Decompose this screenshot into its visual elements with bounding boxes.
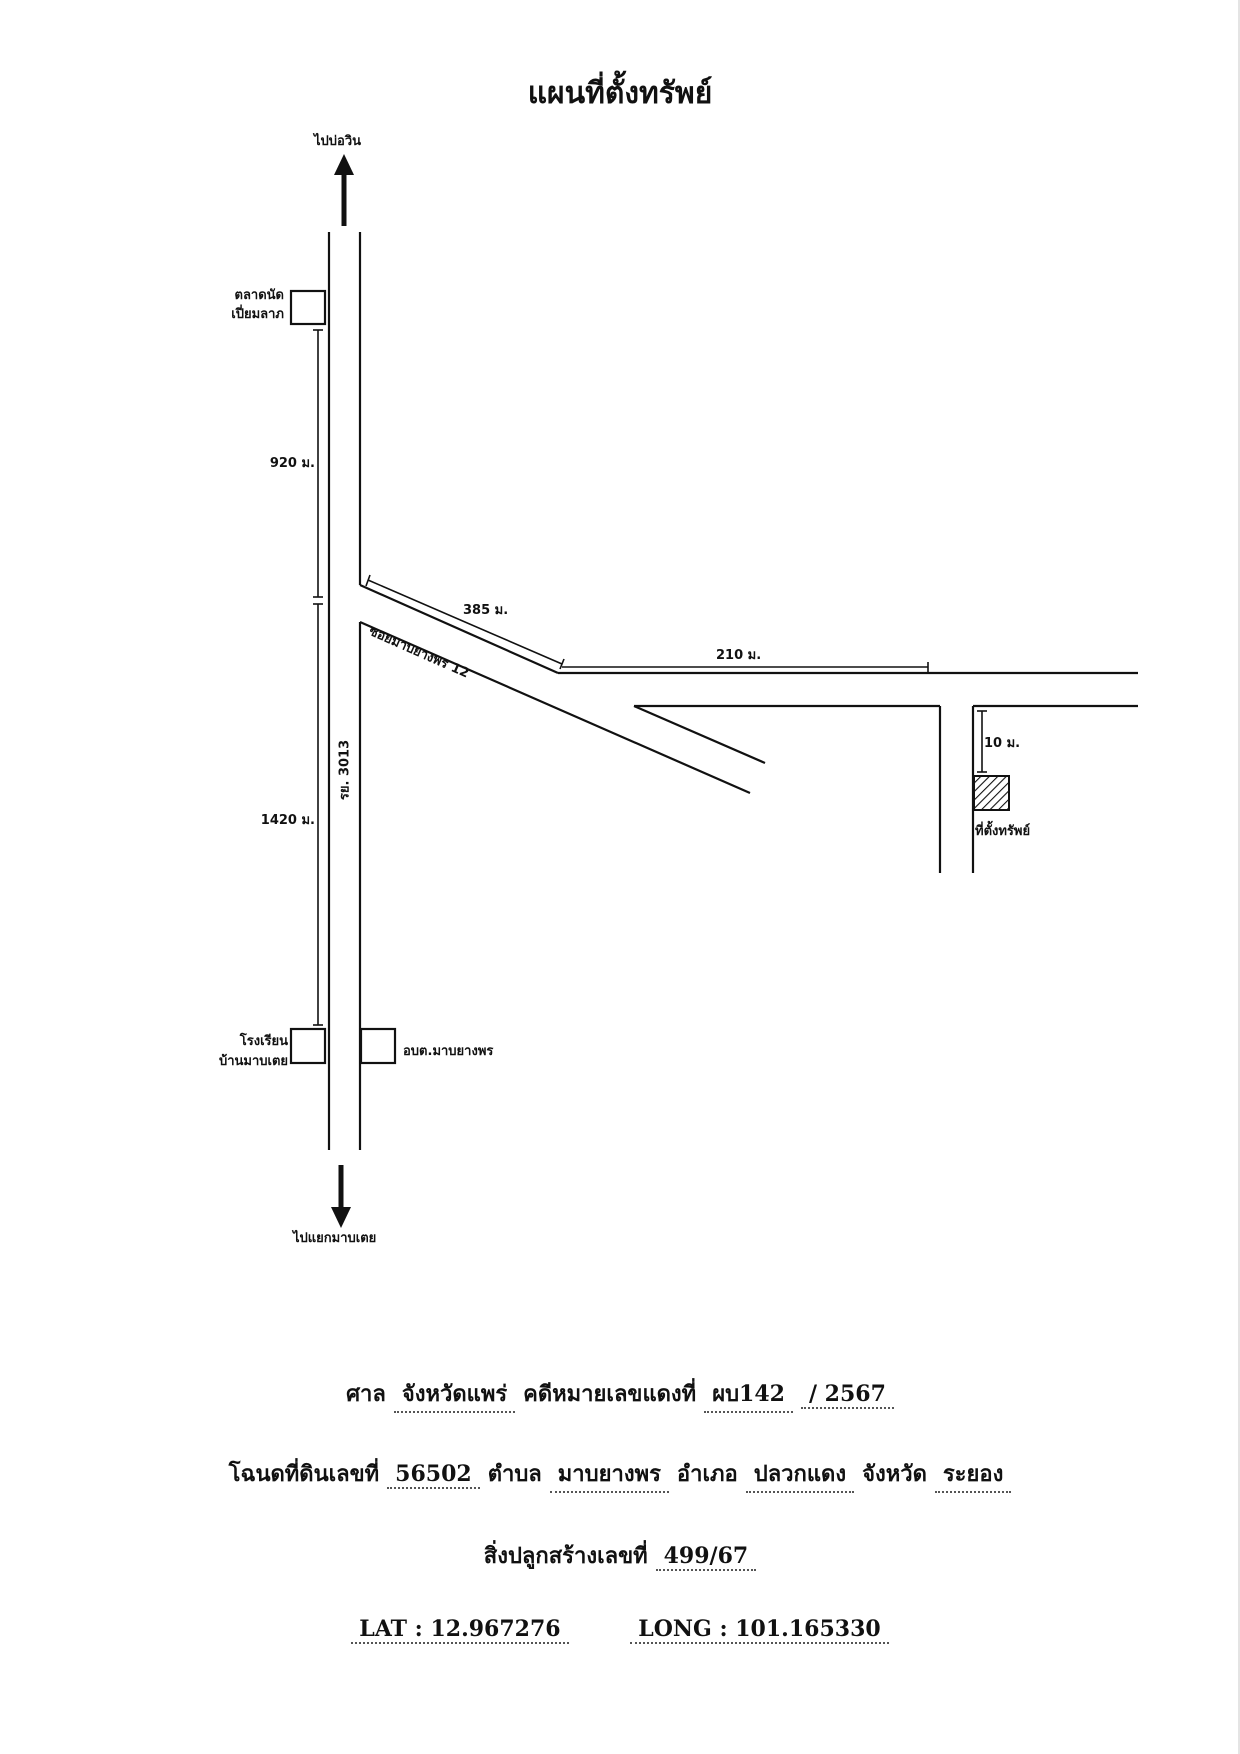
distance-385-label: 385 ม. — [463, 603, 509, 618]
market-label-line1: ตลาดนัด — [234, 288, 284, 303]
amphoe-label: อำเภอ — [676, 1461, 738, 1487]
market-box — [289, 289, 327, 326]
court-label: ศาล — [346, 1381, 386, 1407]
soi-south-edge-diag — [359, 620, 751, 795]
province-value: ระยอง — [934, 1456, 1012, 1493]
dim-385 — [367, 579, 563, 665]
south-destination-label: ไปแยกมาบเตย — [293, 1231, 377, 1246]
court-value: จังหวัดแพร่ — [393, 1376, 516, 1413]
case-number-label: คดีหมายเลขแดงที่ — [523, 1381, 697, 1407]
court-case-line: ศาล จังหวัดแพร่ คดีหมายเลขแดงที่ ผบ142/ 256… — [0, 1376, 1240, 1413]
distance-10-label: 10 ม. — [984, 736, 1021, 751]
school-box — [289, 1027, 327, 1065]
distance-1420-label: 1420 ม. — [260, 813, 315, 828]
distance-920-label: 920 ม. — [269, 456, 315, 471]
longitude-label: LONG : — [638, 1616, 728, 1642]
market-label-line2: เปี่ยมลาภ — [231, 307, 284, 322]
case-year-value: / 2567 — [800, 1381, 894, 1409]
province-label: จังหวัด — [862, 1461, 927, 1487]
longitude-group: LONG : 101.165330 — [630, 1616, 889, 1644]
distance-210-label: 210 ม. — [716, 648, 762, 663]
north-arrow-head — [334, 154, 354, 175]
sao-office-label: อบต.มาบยางพร — [403, 1044, 494, 1059]
latitude-value: 12.967276 — [430, 1616, 561, 1642]
deed-line: โฉนดที่ดินเลขที่ 56502 ตำบล มาบยางพร อำเภอ ปล… — [0, 1456, 1240, 1493]
sao-box — [359, 1027, 397, 1065]
coordinates-line: LAT : 12.967276 LONG : 101.165330 — [0, 1616, 1240, 1644]
highway-3013-label: รย. 3013 — [337, 739, 353, 801]
deed-label: โฉนดที่ดินเลขที่ — [228, 1461, 380, 1487]
building-number-value: 499/67 — [655, 1543, 757, 1571]
north-destination-label: ไปบ่อวิน — [314, 134, 362, 149]
tambon-value: มาบยางพร — [549, 1456, 669, 1493]
property-location-label: ที่ตั้งทรัพย์ — [975, 824, 1031, 839]
longitude-value: 101.165330 — [735, 1616, 881, 1642]
property-marker — [973, 775, 1010, 811]
south-arrow-head — [331, 1207, 351, 1228]
building-line: สิ่งปลูกสร้างเลขที่ 499/67 — [0, 1538, 1240, 1573]
soi-north-edge-diag — [359, 583, 559, 675]
case-prefix-value: ผบ142 — [704, 1376, 793, 1413]
deed-value: 56502 — [387, 1461, 480, 1489]
page-edge — [1238, 0, 1240, 1754]
building-number-label: สิ่งปลูกสร้างเลขที่ — [483, 1543, 648, 1569]
amphoe-value: ปลวกแดง — [745, 1456, 855, 1493]
latitude-group: LAT : 12.967276 — [351, 1616, 569, 1644]
map-title: แผนที่ตั้งทรัพย์ — [527, 76, 713, 111]
tambon-label: ตำบล — [487, 1461, 542, 1487]
school-label-line1: โรงเรียน — [239, 1034, 288, 1049]
school-label-line2: บ้านมาบเตย — [218, 1054, 288, 1069]
branch-edge — [633, 704, 766, 765]
latitude-label: LAT : — [359, 1616, 423, 1642]
